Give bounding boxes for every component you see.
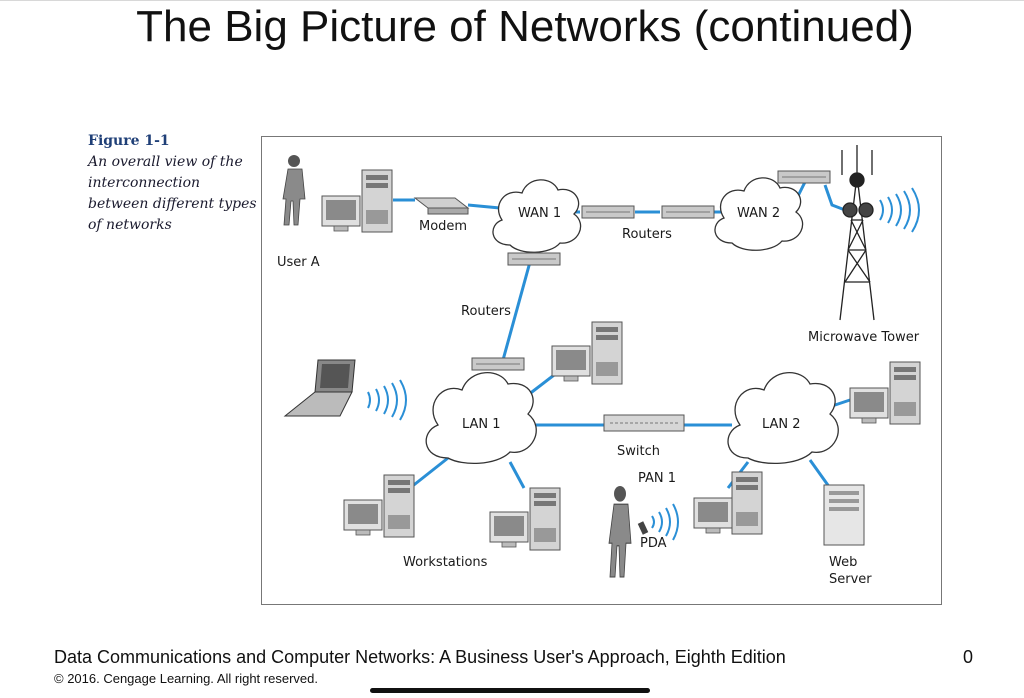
wan1-cloud — [492, 179, 582, 253]
pan-computer — [693, 471, 763, 535]
home-indicator[interactable] — [370, 688, 650, 693]
wan2-label: WAN 2 — [737, 206, 780, 221]
laptop-wireless-icon — [367, 379, 407, 421]
wan1-label: WAN 1 — [518, 206, 561, 221]
microwave-tower-label: Microwave Tower — [808, 330, 920, 345]
figure-frame — [261, 136, 942, 605]
pda-label: PDA — [640, 536, 667, 551]
slide-title: The Big Picture of Networks (continued) — [136, 2, 914, 51]
routers-top-label: Routers — [622, 227, 672, 242]
router-icon-lan1 — [471, 357, 525, 371]
laptop-icon — [283, 359, 356, 417]
workstations-label: Workstations — [403, 555, 488, 570]
microwave-tower-icon — [839, 145, 875, 321]
pda-icon — [637, 521, 649, 535]
page-number: 0 — [963, 647, 974, 667]
lan2-cloud — [727, 372, 839, 465]
lan2-computer-right — [849, 361, 921, 425]
figure-caption: Figure 1-1 An overall view of the interc… — [88, 133, 258, 236]
figure-caption-text: An overall view of the interconnection b… — [88, 154, 257, 233]
top-divider — [0, 0, 1024, 1]
lan1-label: LAN 1 — [462, 417, 501, 432]
wan2-cloud — [714, 177, 804, 251]
pan1-label: PAN 1 — [638, 471, 676, 486]
lan1-computer-top — [551, 321, 623, 385]
modem-icon — [413, 197, 470, 215]
pda-wireless-icon — [651, 503, 679, 541]
user-a-label: User A — [277, 255, 320, 270]
user-a-figure — [282, 154, 393, 233]
router-icon-left — [507, 252, 561, 266]
workstation-right — [489, 487, 561, 551]
web-server-icon — [823, 484, 865, 546]
lan2-label: LAN 2 — [762, 417, 801, 432]
lan1-cloud — [425, 372, 537, 465]
tower-wireless-icon — [879, 187, 920, 233]
footer-text: Data Communications and Computer Network… — [54, 647, 786, 667]
routers-left-label: Routers — [461, 304, 511, 319]
figure-number: Figure 1-1 — [88, 133, 170, 149]
switch-icon — [603, 414, 685, 432]
modem-label: Modem — [419, 219, 467, 234]
switch-label: Switch — [617, 444, 660, 459]
pan-user-figure — [608, 485, 632, 578]
web-server-label-line2: Server — [829, 572, 872, 587]
copyright-text: © 2016. Cengage Learning. All right rese… — [54, 671, 318, 686]
web-server-label-line1: Web — [829, 555, 857, 570]
workstation-left — [343, 474, 415, 538]
